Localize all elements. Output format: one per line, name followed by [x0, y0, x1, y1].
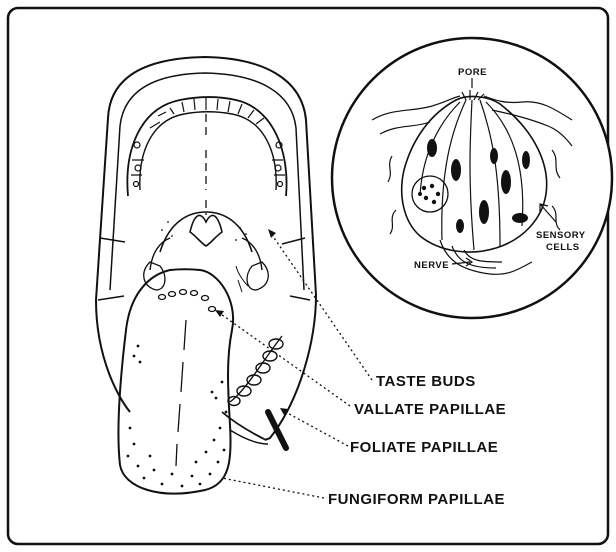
- label-vallate-papillae: VALLATE PAPILLAE: [354, 401, 506, 418]
- label-taste-buds: TASTE BUDS: [376, 373, 476, 390]
- inset-label-cells: CELLS: [546, 242, 580, 253]
- taste-bud-inset: PORE NERVE SENSORY CELLS: [332, 38, 612, 318]
- inset-label-sensory: SENSORY: [536, 230, 586, 241]
- label-fungiform-papillae: FUNGIFORM PAPILLAE: [328, 491, 505, 508]
- inset-label-pore: PORE: [458, 67, 487, 78]
- inset-label-nerve: NERVE: [414, 260, 449, 271]
- label-foliate-papillae: FOLIATE PAPILLAE: [350, 439, 498, 456]
